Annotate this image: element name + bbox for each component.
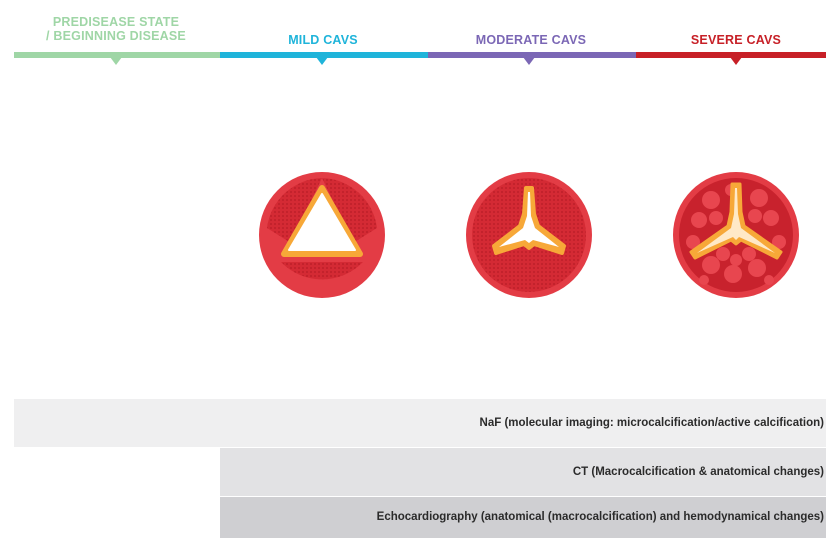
stage-label-predisease: PREDISEASE STATE / BEGINNING DISEASE — [14, 15, 218, 43]
stage-pointer-moderate — [523, 57, 535, 65]
stage-pointer-severe — [730, 57, 742, 65]
valve-moderate-illustration — [466, 172, 592, 298]
valve-mild-illustration — [259, 172, 385, 298]
imaging-row-naf: NaF (molecular imaging: microcalcificati… — [14, 399, 826, 447]
stage-pointer-mild — [316, 57, 328, 65]
stage-bar-mild — [220, 52, 428, 58]
stage-bar-predisease — [14, 52, 220, 58]
imaging-row-ct-label: CT (Macrocalcification & anatomical chan… — [572, 466, 824, 478]
imaging-row-ct: CT (Macrocalcification & anatomical chan… — [220, 448, 826, 496]
valve-severe-illustration — [673, 172, 799, 298]
stage-label-predisease-line2: / BEGINNING DISEASE — [46, 29, 186, 43]
stage-label-severe: SEVERE CAVS — [690, 33, 782, 47]
stage-label-predisease-line1: PREDISEASE STATE — [52, 15, 180, 29]
stage-bar-severe — [636, 52, 826, 58]
imaging-row-echo-label: Echocardiography (anatomical (macrocalci… — [376, 511, 824, 523]
stage-label-mild: MILD CAVS — [288, 33, 358, 47]
stage-pointer-predisease — [110, 57, 122, 65]
stage-label-moderate: MODERATE CAVS — [475, 33, 587, 47]
stage-bar-moderate — [428, 52, 636, 58]
imaging-row-echo: Echocardiography (anatomical (macrocalci… — [220, 497, 826, 538]
imaging-row-naf-label: NaF (molecular imaging: microcalcificati… — [479, 417, 824, 429]
